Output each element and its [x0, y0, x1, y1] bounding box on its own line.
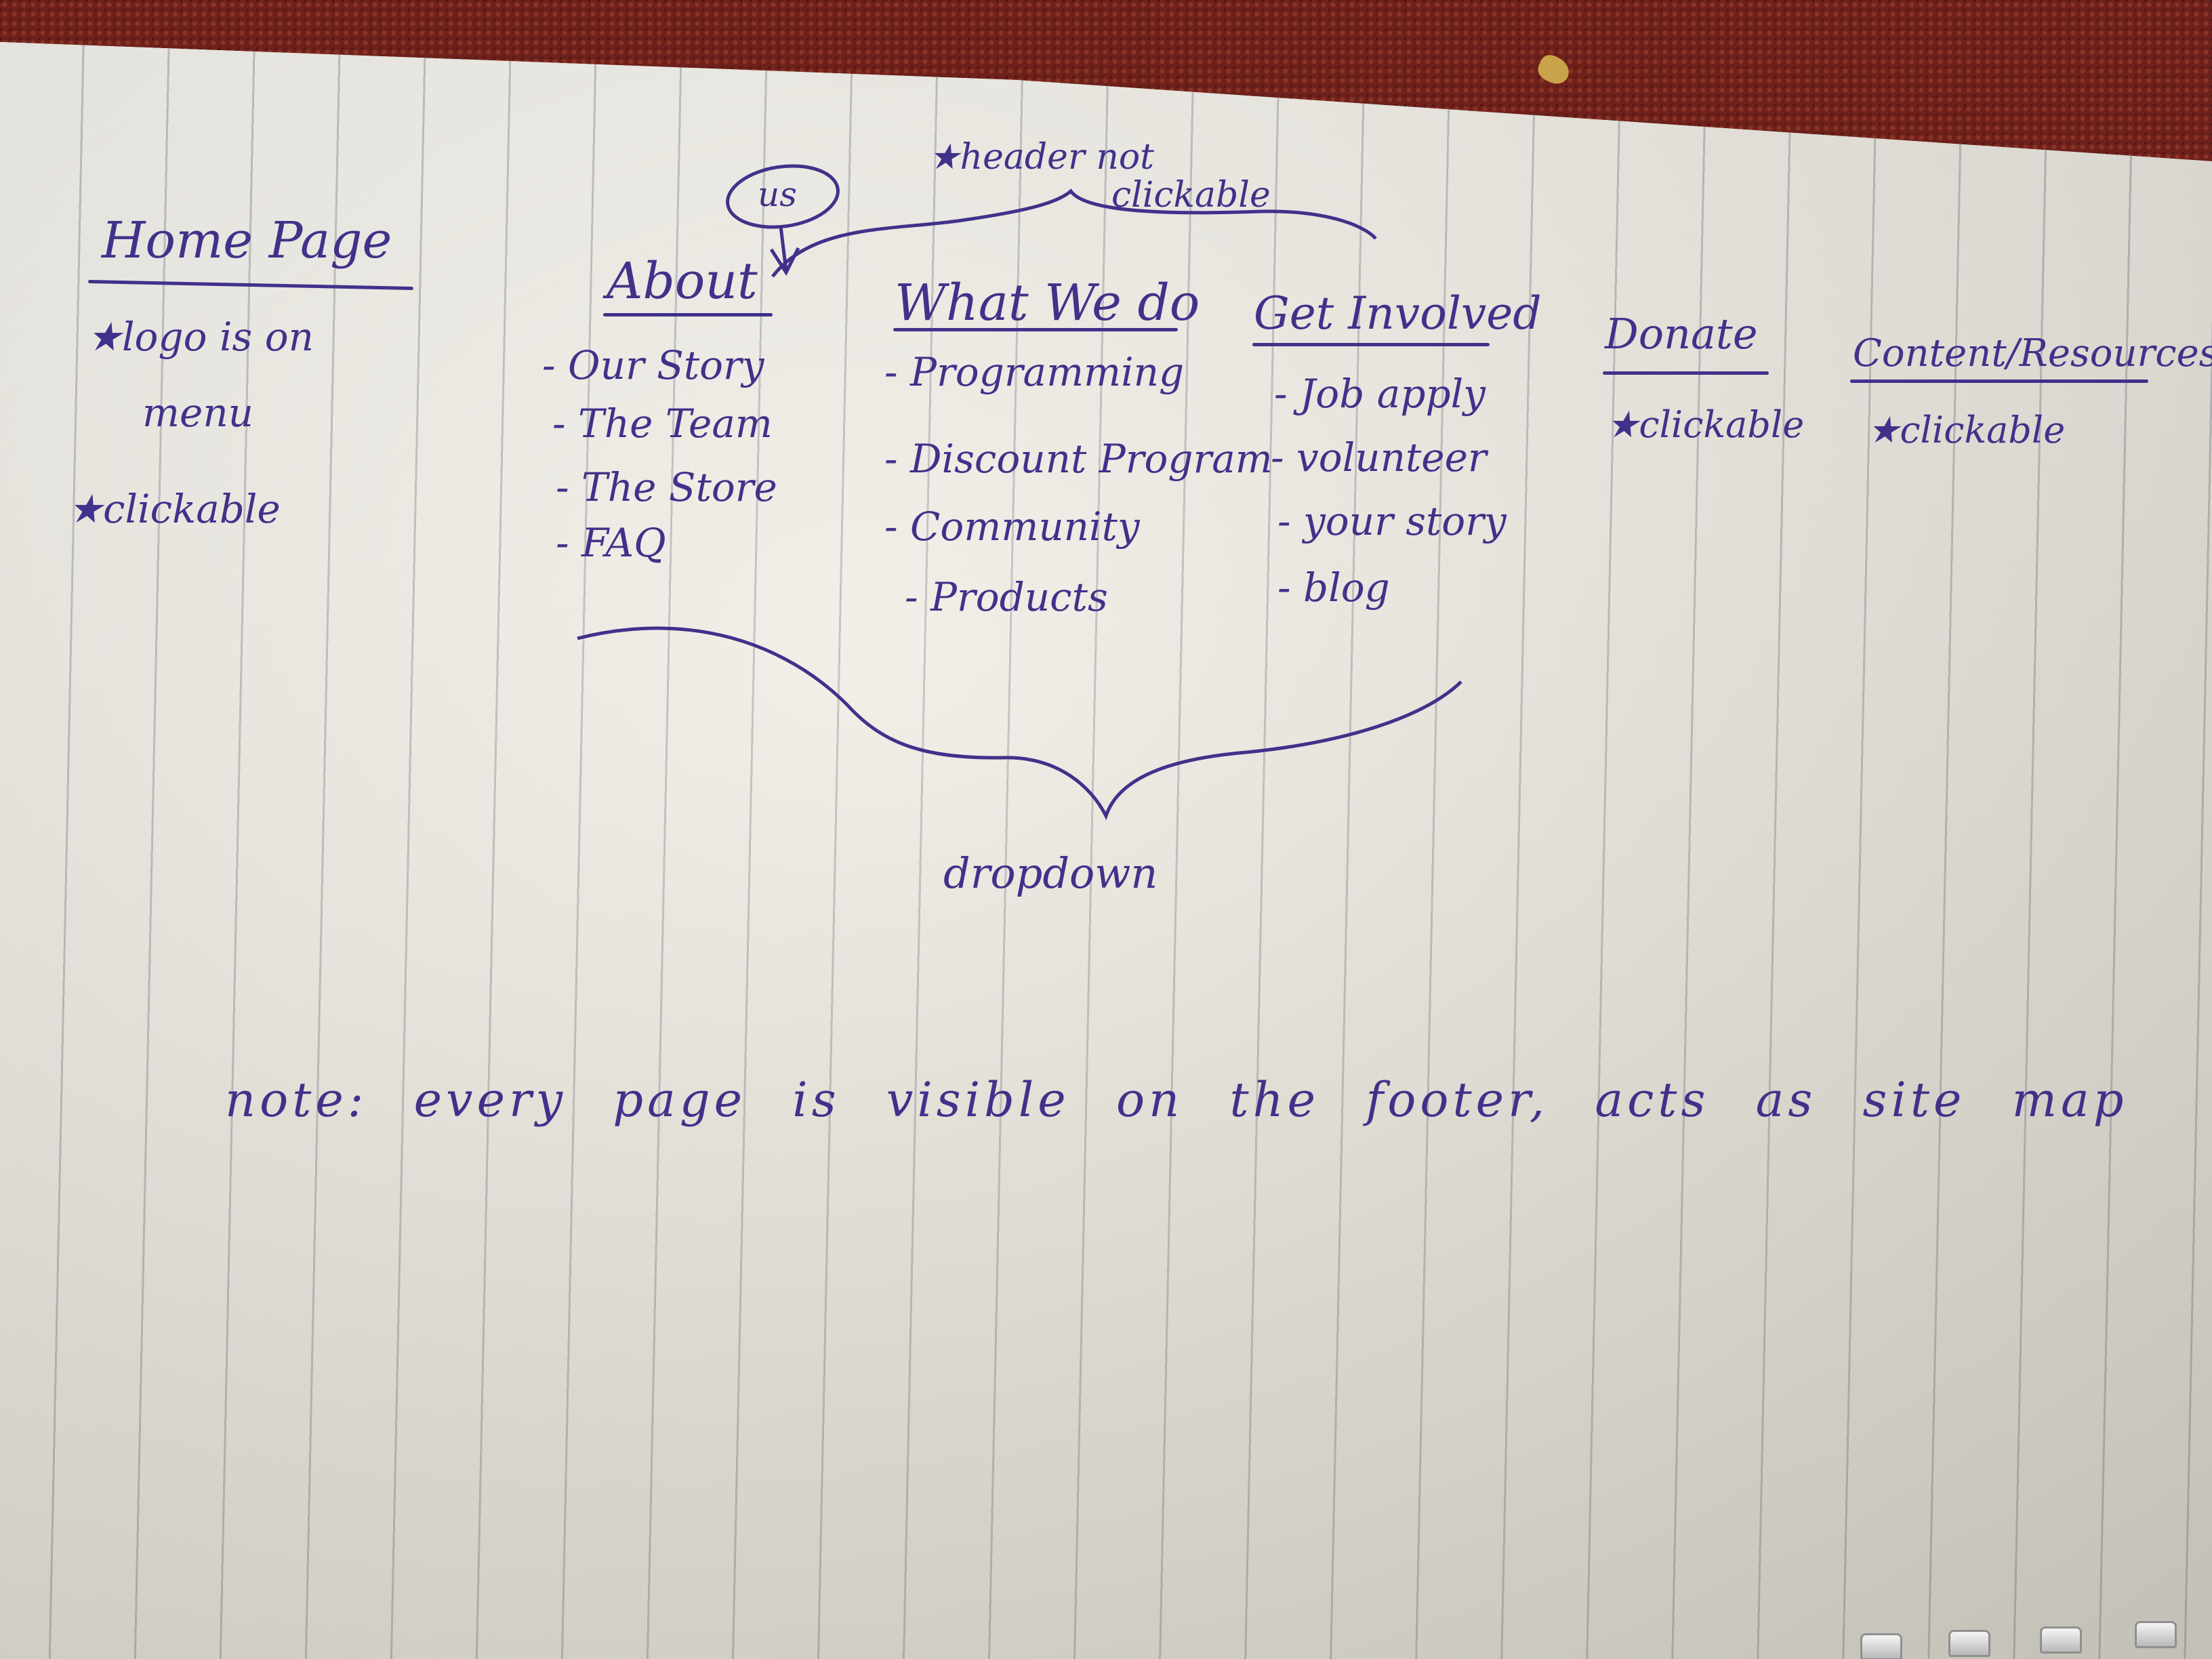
spiral-ring [2040, 1626, 2082, 1654]
what-item-community: - Community [884, 504, 1140, 550]
header-brace [771, 188, 1377, 278]
about-item-the-team: - The Team [552, 401, 773, 447]
spiral-ring [2135, 1621, 2177, 1648]
header-note-line1: ★header not [928, 137, 1155, 178]
get-involved-item-job-apply: - Job apply [1274, 371, 1486, 417]
what-we-do-title: What We do [895, 274, 1200, 332]
what-item-programming: - Programming [884, 349, 1185, 395]
header-note-line2: clickable [1111, 175, 1271, 216]
content-resources-title: Content/Resources [1853, 331, 2212, 375]
dropdown-brace [577, 626, 1462, 821]
donate-note-clickable: ★clickable [1606, 403, 1805, 446]
what-we-do-underline [893, 328, 1178, 331]
get-involved-item-your-story: - your story [1277, 498, 1507, 544]
us-circle [726, 164, 840, 229]
spiral-ring [1948, 1630, 1990, 1657]
get-involved-underline [1252, 343, 1490, 346]
get-involved-item-volunteer: - volunteer [1271, 434, 1487, 480]
donate-title: Donate [1605, 309, 1758, 359]
home-note-menu: menu [142, 390, 254, 436]
footer-note: note: every page is visible on the foote… [225, 1072, 2128, 1128]
us-label: us [758, 175, 797, 214]
about-title: About [607, 252, 758, 310]
get-involved-title: Get Involved [1254, 287, 1542, 340]
spiral-ring [1860, 1633, 1902, 1659]
about-item-our-story: - Our Story [542, 342, 764, 388]
home-note-logo: ★logo is on [87, 314, 314, 360]
about-underline [603, 313, 773, 316]
home-page-title: Home Page [102, 211, 392, 270]
home-note-clickable: ★clickable [68, 486, 281, 532]
what-item-discount-program: - Discount Program [884, 436, 1273, 482]
content-resources-underline [1850, 380, 2148, 383]
donate-underline [1603, 371, 1769, 375]
what-item-products: - Products [905, 574, 1108, 620]
get-involved-item-blog: - blog [1277, 565, 1390, 611]
content-resources-note-clickable: ★clickable [1867, 409, 2066, 451]
about-item-the-store: - The Store [556, 464, 777, 510]
dropdown-label: dropdown [943, 848, 1158, 898]
about-item-faq: - FAQ [556, 520, 666, 566]
